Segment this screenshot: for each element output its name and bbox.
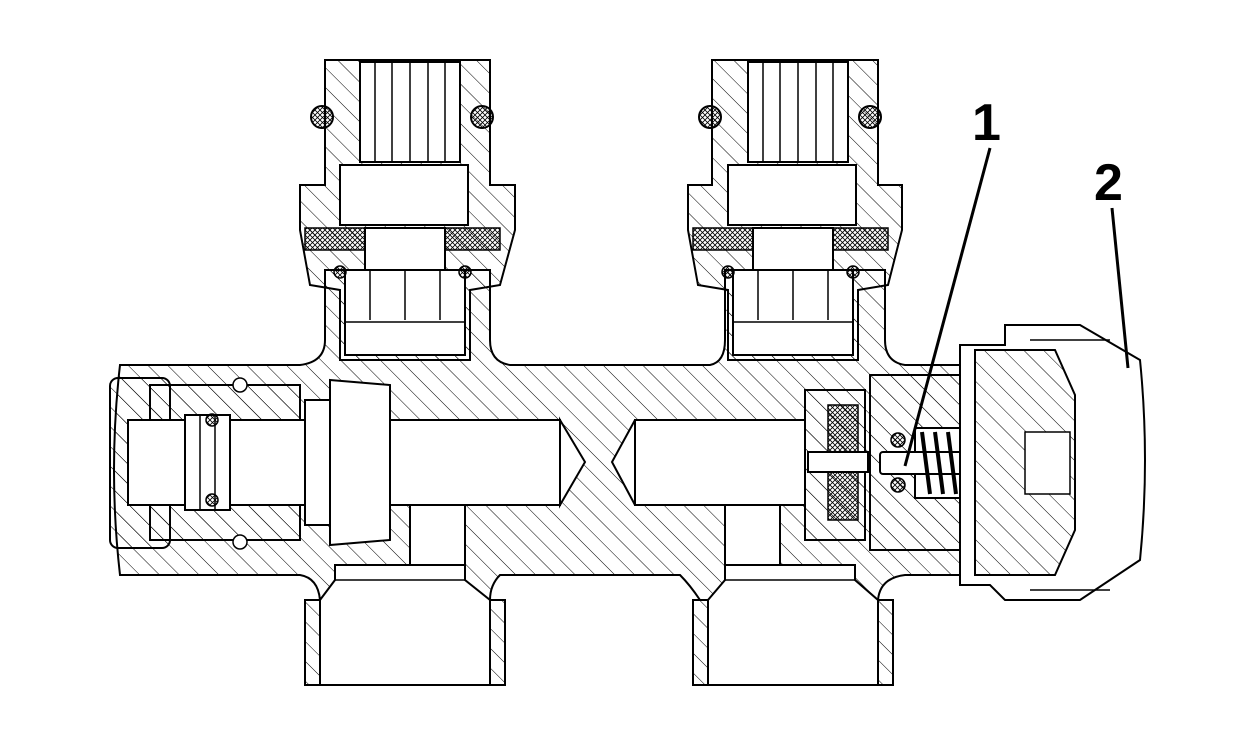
upper-connector-left <box>299 59 516 361</box>
leader-line-2 <box>1110 207 1130 369</box>
protective-cap <box>959 324 1146 601</box>
lower-connector-right <box>692 564 894 686</box>
upper-connector-right <box>687 59 903 361</box>
left-end-fitting <box>109 377 391 550</box>
leader-line-1 <box>903 147 992 467</box>
thermostatic-insert <box>804 374 1126 551</box>
callout-label-1: 1 <box>972 94 1001 152</box>
callout-label-2: 2 <box>1094 154 1123 212</box>
lower-connector-left <box>304 564 506 686</box>
